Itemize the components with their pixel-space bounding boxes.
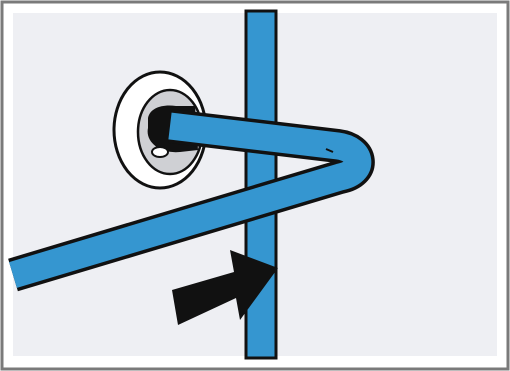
illustration-canvas <box>0 0 510 371</box>
installation-illustration <box>0 0 510 371</box>
